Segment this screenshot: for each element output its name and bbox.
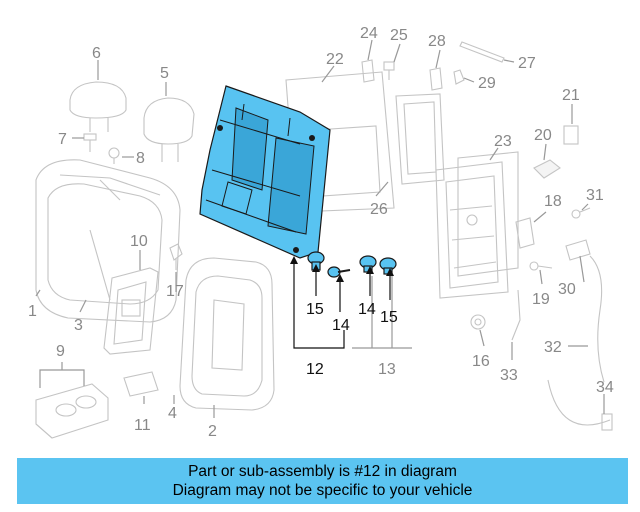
seatback-cover-left-drawing [35, 159, 181, 323]
callout-1: 1 [28, 303, 37, 320]
leader-lines [35, 39, 605, 418]
handle-21-drawing [563, 125, 579, 145]
banner-line-2: Diagram may not be specific to your vehi… [172, 482, 473, 499]
callout-31: 31 [586, 187, 604, 204]
headrest-5-drawing [143, 97, 195, 162]
callout-13: 13 [378, 361, 396, 378]
callout-labels: 6 5 7 8 1 3 9 10 11 17 4 2 22 26 24 25 2… [28, 25, 614, 440]
callout-2: 2 [208, 423, 217, 440]
bolt-19-drawing [529, 261, 553, 271]
cable-34-drawing [547, 379, 613, 431]
frame-23-drawing [435, 151, 519, 299]
banner-line-1: Part or sub-assembly is #12 in diagram [188, 463, 457, 480]
bracket-28-drawing [429, 67, 443, 91]
callout-25: 25 [390, 27, 408, 44]
callout-21: 21 [562, 87, 580, 104]
callout-5: 5 [160, 65, 169, 82]
callout-15-right: 15 [380, 309, 398, 326]
callout-28: 28 [428, 33, 446, 50]
bolt-14-right-drawing [359, 255, 377, 273]
cable-32-drawing [589, 255, 605, 383]
armrest-10-drawing [103, 267, 159, 355]
callout-22: 22 [326, 51, 344, 68]
callout-8: 8 [136, 150, 145, 167]
info-banner: Part or sub-assembly is #12 in diagram D… [17, 458, 628, 504]
latch-30-drawing [565, 239, 591, 261]
headrest-6-drawing [69, 81, 127, 132]
callout-16: 16 [472, 353, 490, 370]
callout-12: 12 [306, 361, 324, 378]
cover-20-drawing [533, 159, 561, 179]
bracket-18-drawing [515, 217, 535, 249]
cable-33-drawing [511, 289, 521, 341]
callout-33: 33 [500, 367, 518, 384]
bolt-7-drawing [83, 133, 97, 152]
grommet-16-drawing [470, 314, 486, 330]
callout-4: 4 [168, 405, 177, 422]
callout-32: 32 [544, 339, 562, 356]
callout-14-right: 14 [358, 301, 376, 318]
callout-15-left: 15 [306, 301, 324, 318]
callout-29: 29 [478, 75, 496, 92]
callout-11: 11 [134, 417, 151, 434]
callout-34: 34 [596, 379, 614, 396]
callout-18: 18 [544, 193, 562, 210]
bolt-25-drawing [383, 61, 395, 80]
clip-17-drawing [169, 243, 183, 270]
seatback-cover-right-drawing [179, 257, 275, 411]
callout-3: 3 [74, 317, 83, 334]
callout-19: 19 [532, 291, 550, 308]
cupholder-9-drawing [35, 383, 109, 439]
callout-23: 23 [494, 133, 512, 150]
callout-20: 20 [534, 127, 552, 144]
callout-6: 6 [92, 45, 101, 62]
callout-7: 7 [58, 131, 67, 148]
callout-27: 27 [518, 55, 536, 72]
bolt-15-right-drawing [379, 257, 397, 275]
clip-24-drawing [361, 59, 375, 83]
clip-29-drawing [453, 69, 465, 85]
parts-diagram: 6 5 7 8 1 3 9 10 11 17 4 2 22 26 24 25 2… [28, 25, 614, 440]
callout-26: 26 [370, 201, 388, 218]
seatback-frame-12-drawing [199, 85, 331, 259]
callout-10: 10 [130, 233, 148, 250]
bolt-31-drawing [571, 207, 591, 219]
rod-27-drawing [459, 41, 505, 63]
clip-8-drawing [108, 147, 120, 164]
callout-24: 24 [360, 25, 378, 42]
panel-26-drawing [395, 93, 445, 185]
cover-11-drawing [123, 371, 159, 397]
callout-9: 9 [56, 343, 65, 360]
callout-17: 17 [166, 283, 184, 300]
bolt-14-left-drawing [327, 266, 351, 278]
callout-30: 30 [558, 281, 576, 298]
callout-14-left: 14 [332, 317, 350, 334]
